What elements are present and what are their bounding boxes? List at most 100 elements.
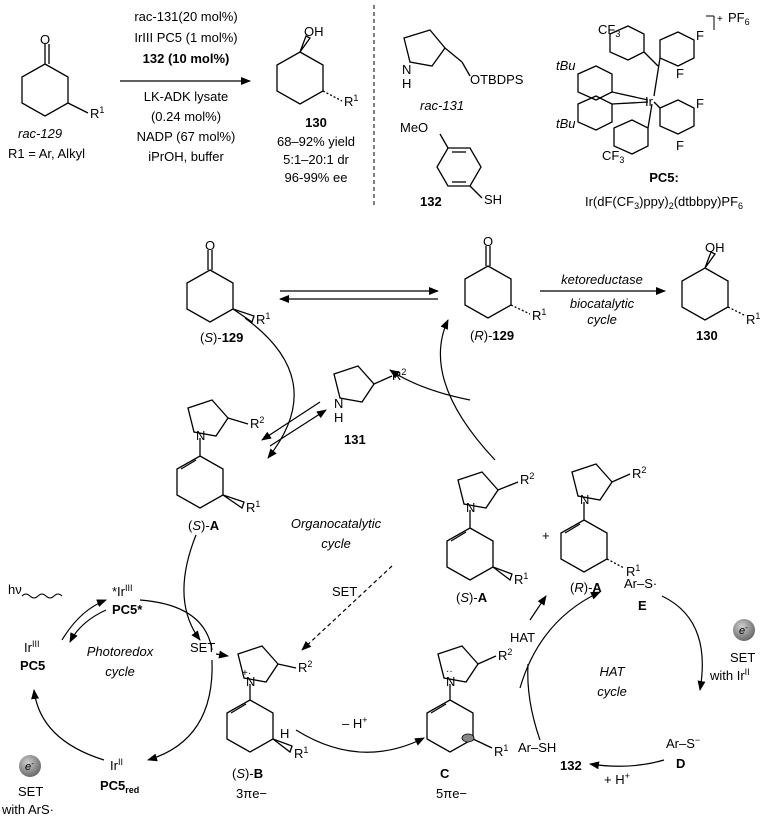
thiol-132-structure — [436, 133, 483, 199]
D-to-132-arrow — [589, 759, 665, 770]
photoredox-upper-right — [139, 599, 213, 651]
cycle-130-structure — [681, 251, 747, 321]
hat-label: HAT — [510, 630, 535, 645]
pf6-label: PF6 — [728, 10, 750, 27]
set-label-left: SET — [190, 640, 215, 655]
reagent-line-5: (0.24 mol%) — [151, 109, 221, 124]
s-A-label-left: (S)-A — [188, 518, 220, 533]
rac-129-label: rac-129 — [18, 126, 62, 141]
c-structure — [426, 645, 497, 753]
oxygen-atom: O — [40, 32, 50, 47]
131-to-sA-arrow — [261, 401, 321, 441]
cf3-bottom: CF3 — [602, 148, 624, 165]
cycle-131-structure — [333, 365, 393, 403]
hat-cycle-label: HAT — [599, 664, 625, 679]
photoredox-label: Photoredox — [87, 644, 154, 659]
rac-131-structure — [403, 29, 471, 77]
ir3-label: IrIII — [24, 639, 39, 655]
r-A-structure — [560, 463, 631, 573]
n-c: N — [446, 674, 455, 689]
r1-c: R1 — [494, 743, 508, 759]
organocatalytic-cycle-label: cycle — [321, 536, 351, 551]
oh-label: OH — [304, 24, 324, 39]
ir2-label: IrII — [110, 757, 123, 773]
r2-sB: R2 — [298, 659, 312, 675]
set-ir-label: SET — [730, 650, 755, 665]
ars-anion-label: Ar–S− — [666, 735, 700, 751]
set-dashed-arrow — [301, 565, 393, 651]
nh-label: N — [402, 62, 411, 77]
d-label: D — [676, 756, 685, 771]
electron-symbol-left: e- — [25, 759, 34, 773]
reagent-line-3: 132 (10 mol%) — [143, 51, 230, 66]
meo-label: MeO — [400, 120, 428, 135]
reagent-line-6: NADP (67 mol%) — [137, 129, 236, 144]
f-top-1: F — [696, 28, 704, 43]
deprotonation-arrow — [295, 729, 425, 753]
arsh-label: Ar–SH — [518, 740, 556, 755]
e-label: E — [638, 598, 647, 613]
ee-text: 96-99% ee — [285, 170, 348, 185]
oxygen-r129: O — [483, 234, 493, 249]
r2-rA: R2 — [632, 465, 646, 481]
hat-to-rA-arrow — [529, 595, 547, 621]
dr-text: 5:1–20:1 dr — [283, 152, 349, 167]
s-129-structure — [186, 250, 255, 324]
s-A-label-right: (S)-A — [456, 590, 488, 605]
reagent-line-7: iPrOH, buffer — [148, 149, 224, 164]
oh-130: OH — [705, 240, 725, 255]
product-130-structure — [276, 35, 343, 105]
E-to-D-arrow — [661, 595, 706, 691]
cycle-130-label: 130 — [696, 328, 718, 343]
hat-cycle-cycle-label: cycle — [597, 684, 627, 699]
ir-star-label: *IrIII — [112, 583, 133, 599]
reagent-line-4: LK-ADK lysate — [144, 89, 229, 104]
photoredox-upper-left-1 — [61, 599, 107, 641]
radical-orbital — [461, 733, 475, 743]
pc5-structure — [577, 25, 695, 155]
h-131: H — [334, 410, 343, 425]
r1-sA-left: R1 — [246, 499, 260, 515]
iridium-atom: Ir — [645, 94, 654, 109]
r1-sA-right: R1 — [514, 571, 528, 587]
reagent-line-1: rac-131(20 mol%) — [134, 9, 237, 24]
plus-h-label: + H+ — [604, 771, 630, 787]
three-pi-label: 3πe− — [236, 786, 267, 801]
r1-130: R1 — [746, 311, 760, 327]
s-A-structure-left — [176, 399, 249, 510]
n-rA: N — [580, 492, 589, 507]
s-129-label: (S)-129 — [200, 330, 243, 345]
r2-sA-right: R2 — [520, 471, 534, 487]
tbu-bottom: tBu — [556, 116, 576, 131]
r-A-label: (R)-A — [570, 580, 602, 595]
thiol-132-cycle-label: 132 — [560, 758, 582, 773]
r-129-structure — [464, 246, 531, 319]
hv-label: hν — [8, 582, 22, 597]
r-129-label: (R)-129 — [470, 328, 514, 343]
rac-131-label: rac-131 — [420, 98, 464, 113]
r1-label-product: R1 — [344, 93, 358, 109]
hat-to-E-arrow — [519, 591, 601, 689]
plus-sign: + — [542, 528, 550, 543]
photoredox-cycle-label: cycle — [105, 664, 135, 679]
sA-to-131-arrow — [269, 409, 327, 447]
pc5-red-label: PC5red — [100, 778, 139, 795]
product-130-label: 130 — [305, 115, 327, 130]
n-131: N — [334, 396, 343, 411]
light-wave — [21, 593, 63, 599]
ars-radical-label: Ar–S· — [624, 576, 657, 591]
s-B-structure — [226, 645, 297, 754]
pc5-label-cycle: PC5 — [20, 658, 45, 673]
photoredox-lower-right — [147, 659, 213, 762]
radical-cation-sB: +· — [242, 668, 251, 679]
c-label: C — [440, 766, 450, 781]
sh-label: SH — [484, 192, 502, 207]
pc5-star-label: PC5* — [112, 602, 143, 617]
set-label-mid: SET — [332, 584, 357, 599]
with-arS-label: with ArS· — [1, 802, 54, 817]
oxygen-s129: O — [205, 238, 215, 253]
f-top-2: F — [676, 66, 684, 81]
sA-down-arrow — [183, 534, 201, 641]
f-bottom-1: F — [696, 96, 704, 111]
